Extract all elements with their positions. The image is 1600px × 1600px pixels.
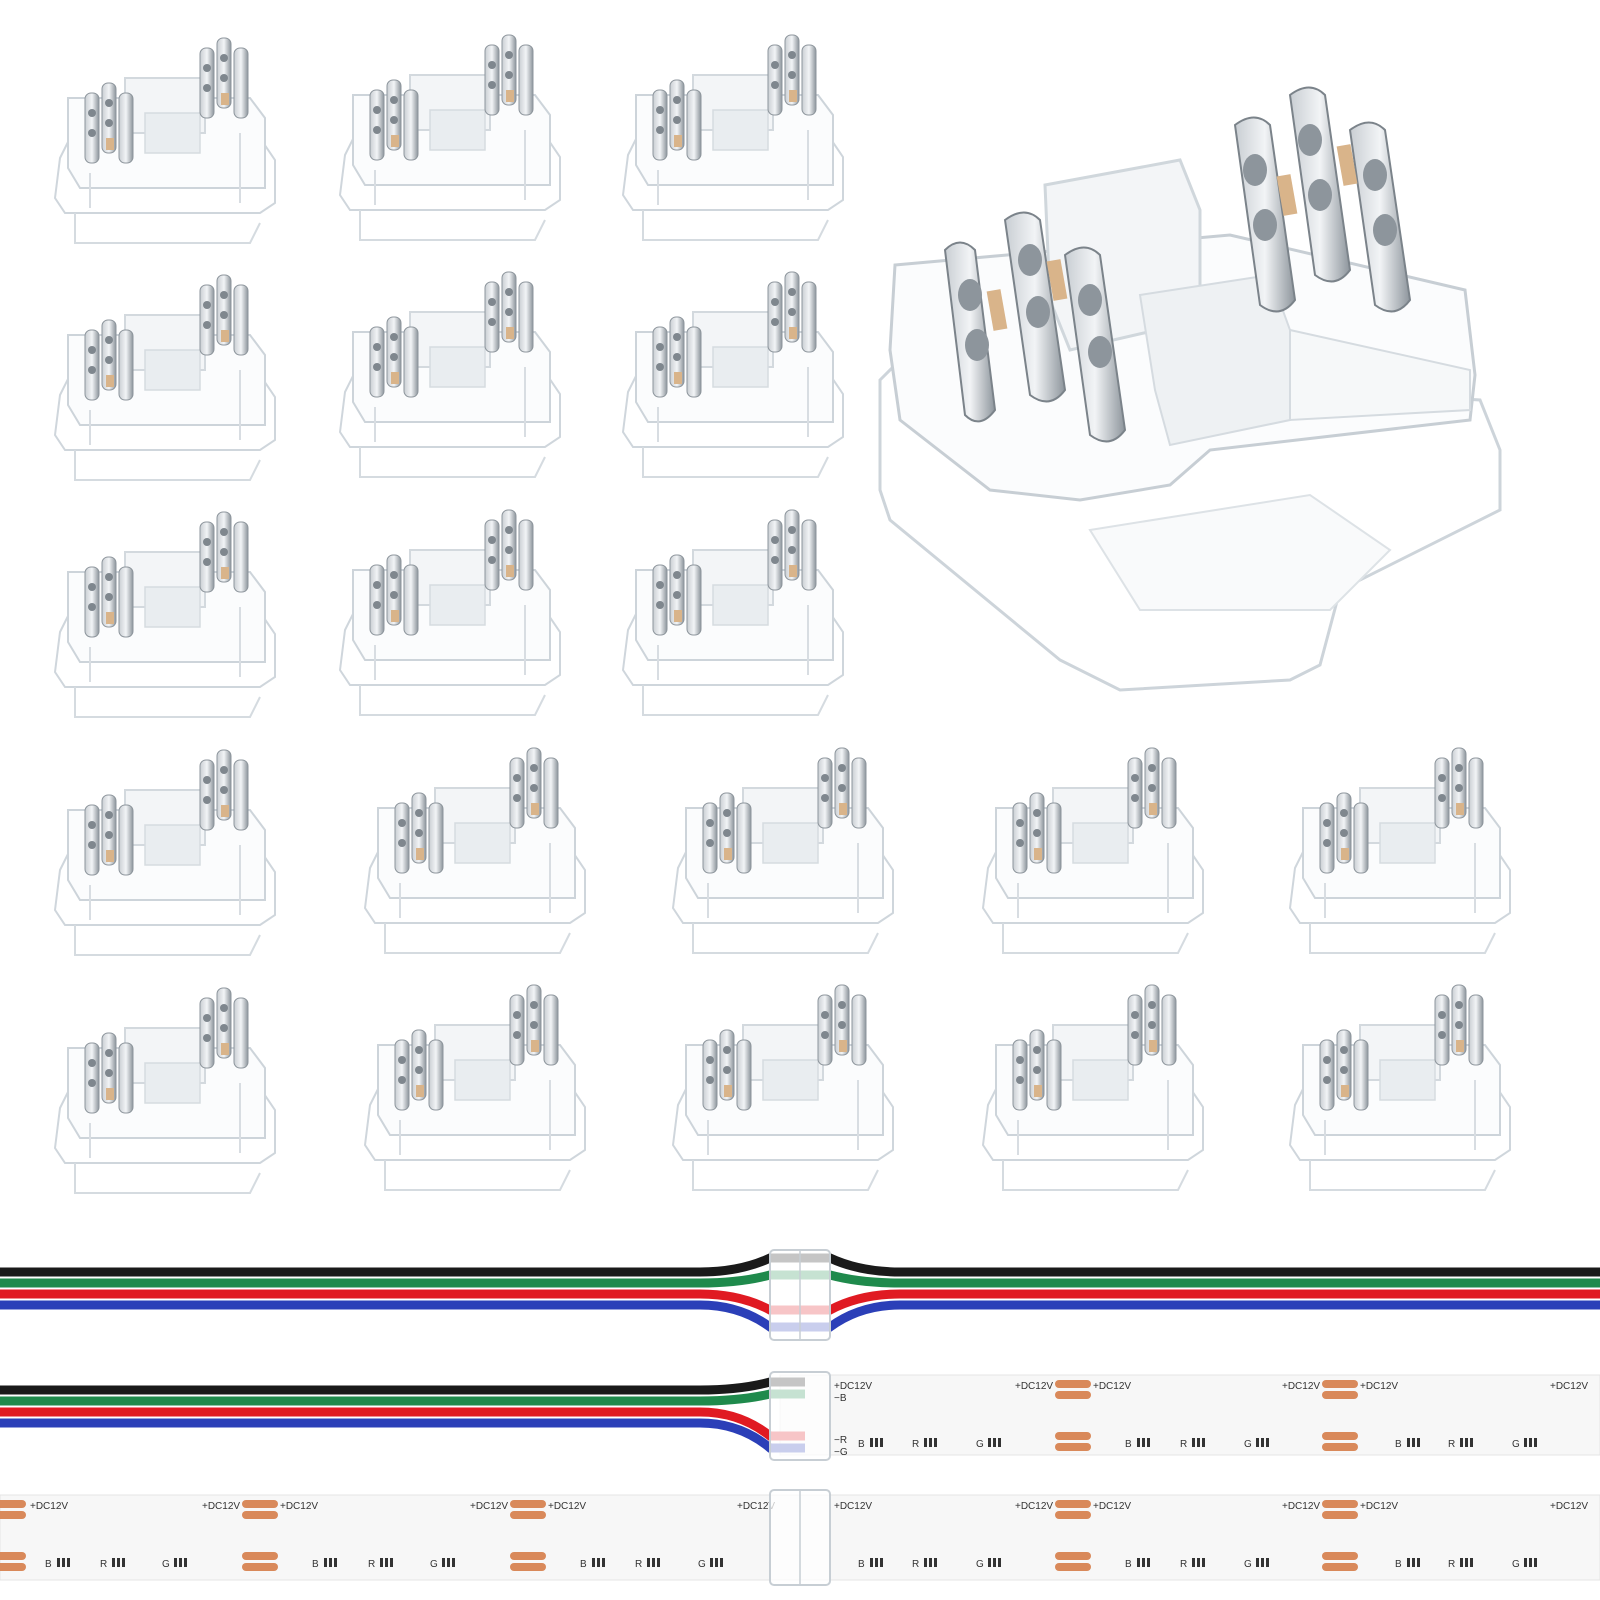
connector-item <box>672 984 894 1191</box>
connector-item <box>1289 747 1511 954</box>
connector-item <box>54 749 276 956</box>
connector-item <box>364 984 586 1191</box>
segment-label-b: B <box>580 1559 587 1570</box>
segment-label-r: R <box>912 1559 919 1570</box>
connector-item <box>364 747 586 954</box>
wire-to-strip-diagram: +DC12V −B −R −G +DC12V +DC12V +DC12V +DC… <box>0 1371 1600 1461</box>
strip-label-red: −R <box>834 1435 847 1446</box>
connector-item <box>622 271 844 478</box>
segment-label-b: B <box>1395 1559 1402 1570</box>
strip-label-power: +DC12V <box>1360 1501 1398 1512</box>
connector-item <box>54 987 276 1194</box>
connector-item <box>672 747 894 954</box>
segment-label-g: G <box>1512 1559 1520 1570</box>
strip-label-power: +DC12V <box>834 1381 872 1392</box>
strip-label-power: +DC12V <box>1550 1381 1588 1392</box>
strip-label-power: +DC12V <box>548 1501 586 1512</box>
segment-label-g: G <box>1244 1439 1252 1450</box>
segment-label-b: B <box>858 1559 865 1570</box>
segment-label-r: R <box>1448 1439 1455 1450</box>
connector-item <box>982 984 1204 1191</box>
segment-label-b: B <box>1125 1439 1132 1450</box>
connector-item <box>54 274 276 481</box>
segment-label-g: G <box>162 1559 170 1570</box>
segment-label-r: R <box>100 1559 107 1570</box>
segment-label-g: G <box>1244 1559 1252 1570</box>
strip-label-power: +DC12V <box>280 1501 318 1512</box>
connector-item <box>622 34 844 241</box>
wire-to-wire-diagram <box>0 1249 1600 1341</box>
connector-large <box>878 86 1502 692</box>
connector-item <box>982 747 1204 954</box>
strip-label-blue: −B <box>834 1393 847 1404</box>
strip-to-strip-diagram: +DC12V +DC12V +DC12V +DC12V +DC12V +DC12… <box>0 1489 1600 1586</box>
connector-item <box>339 34 561 241</box>
segment-label-r: R <box>368 1559 375 1570</box>
strip-label-power: +DC12V <box>202 1501 240 1512</box>
segment-label-b: B <box>1125 1559 1132 1570</box>
segment-label-r: R <box>912 1439 919 1450</box>
connector-item <box>54 511 276 718</box>
strip-label-green: −G <box>834 1447 848 1458</box>
segment-label-r: R <box>635 1559 642 1570</box>
segment-label-r: R <box>1180 1439 1187 1450</box>
strip-label-power: +DC12V <box>1550 1501 1588 1512</box>
mini-connector <box>769 1371 831 1461</box>
segment-label-r: R <box>1448 1559 1455 1570</box>
segment-label-b: B <box>858 1439 865 1450</box>
connector-item <box>54 37 276 244</box>
segment-label-g: G <box>1512 1439 1520 1450</box>
led-strip <box>779 1374 1600 1456</box>
connector-item <box>339 509 561 716</box>
connector-item <box>622 509 844 716</box>
strip-label-power: +DC12V <box>1015 1381 1053 1392</box>
segment-label-g: G <box>976 1559 984 1570</box>
strip-label-power: +DC12V <box>1093 1501 1131 1512</box>
strip-label-power: +DC12V <box>1015 1501 1053 1512</box>
strip-label-power: +DC12V <box>470 1501 508 1512</box>
strip-label-power: +DC12V <box>834 1501 872 1512</box>
segment-label-b: B <box>312 1559 319 1570</box>
segment-label-b: B <box>1395 1439 1402 1450</box>
segment-label-g: G <box>976 1439 984 1450</box>
connector-item <box>1289 984 1511 1191</box>
strip-label-power: +DC12V <box>1093 1381 1131 1392</box>
segment-label-r: R <box>1180 1559 1187 1570</box>
strip-label-power: +DC12V <box>1282 1501 1320 1512</box>
strip-label-power: +DC12V <box>737 1501 775 1512</box>
segment-label-g: G <box>430 1559 438 1570</box>
strip-label-power: +DC12V <box>1360 1381 1398 1392</box>
segment-label-g: G <box>698 1559 706 1570</box>
connector-item <box>339 271 561 478</box>
strip-label-power: +DC12V <box>1282 1381 1320 1392</box>
segment-label-b: B <box>45 1559 52 1570</box>
strip-label-power: +DC12V <box>30 1501 68 1512</box>
